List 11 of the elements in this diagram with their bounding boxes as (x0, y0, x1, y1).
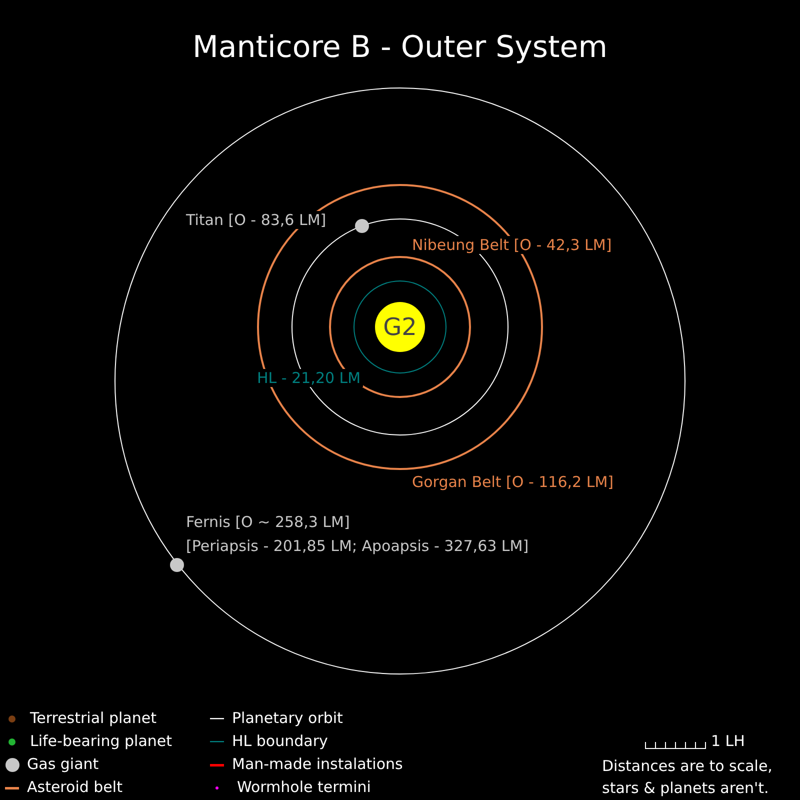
belt-label: Gorgan Belt [O - 116,2 LM] (410, 473, 616, 491)
legend-label: Life-bearing planet (28, 732, 174, 750)
gas-giant-planet (170, 558, 184, 572)
gas-giant-planet (355, 219, 369, 233)
title: Manticore B - Outer System (192, 30, 608, 65)
planet-label: Fernis [O ~ 258,3 LM] (184, 513, 352, 531)
legend-label: Planetary orbit (230, 709, 345, 727)
zone-label: HL - 21,20 LM (255, 369, 363, 387)
legend-label: Terrestrial planet (28, 709, 158, 727)
legend-label: HL boundary (230, 732, 330, 750)
legend-label: Gas giant (25, 755, 101, 773)
